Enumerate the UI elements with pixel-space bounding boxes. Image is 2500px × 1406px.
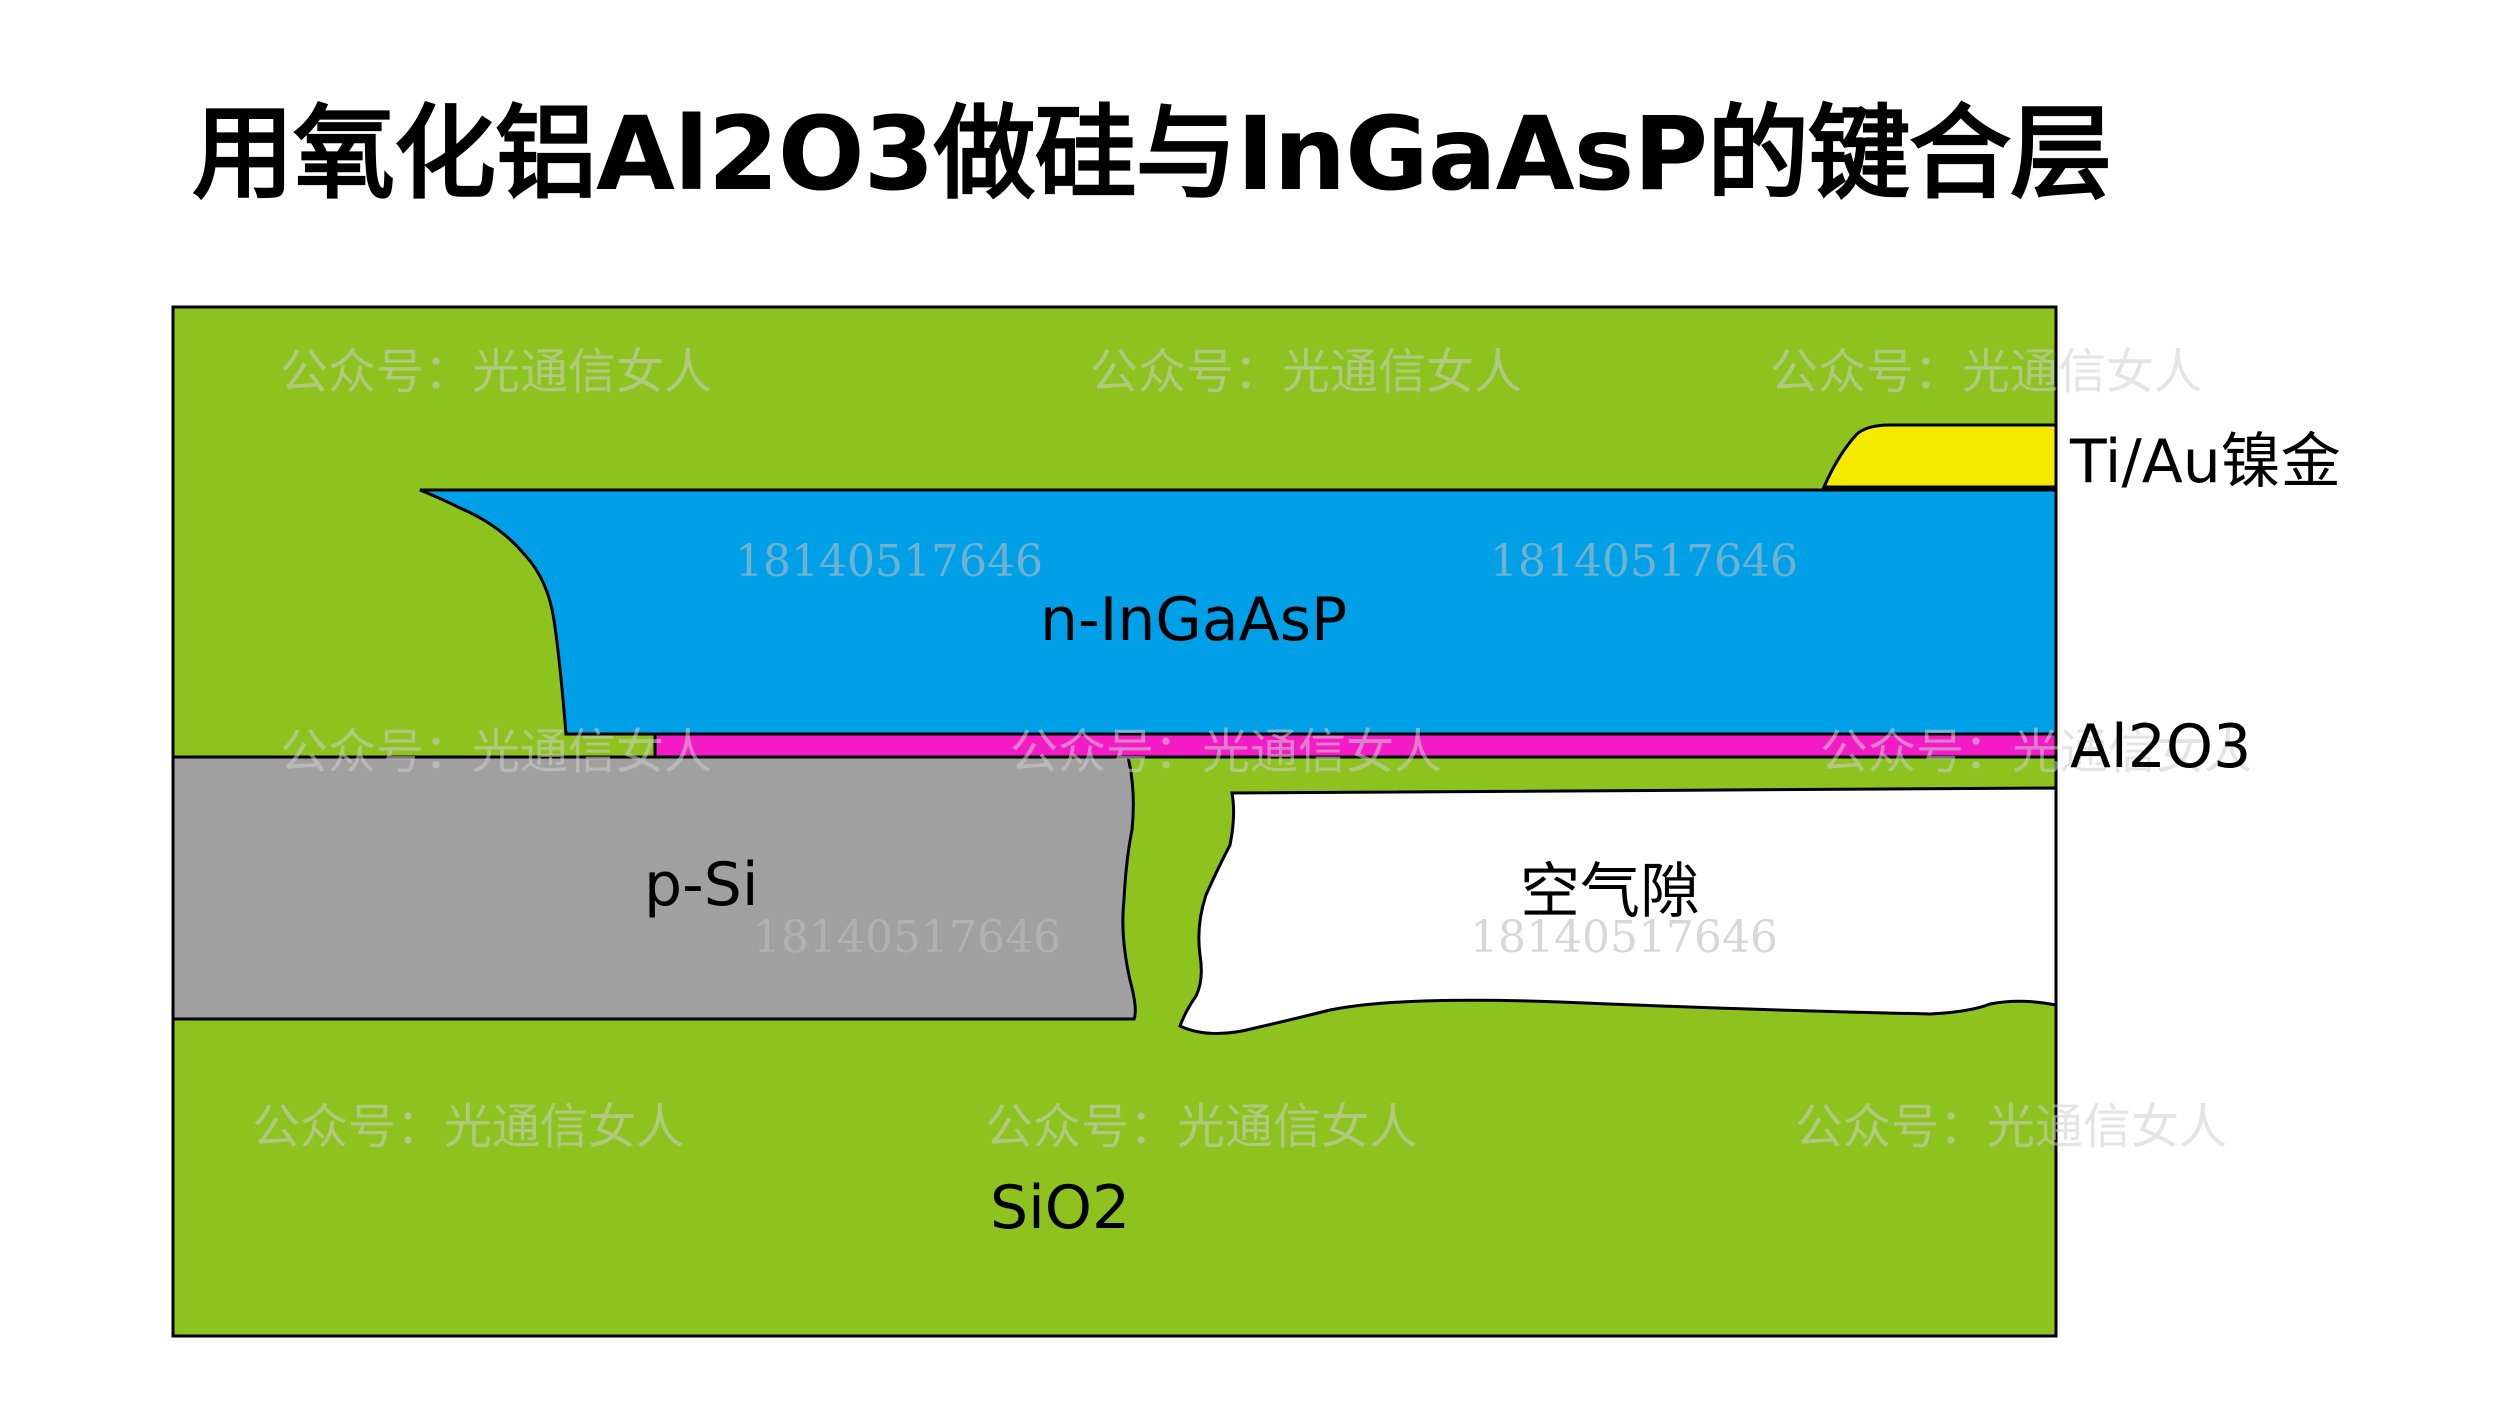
al2o3-layer [653,732,2058,759]
watermark-account: 公众号：光通信女人 [1820,724,2252,780]
watermark-account-group: 公众号：光通信女人 公众号：光通信女人 公众号：光通信女人 公众号：光通信女人 … [252,344,2252,1155]
watermark-account: 公众号：光通信女人 [1090,344,1522,400]
p-si-layer [171,755,1137,1021]
page-title: 用氧化铝Al2O3做硅与InGaAsP的键合层 [192,95,2112,214]
watermark-account: 公众号：光通信女人 [1010,724,1442,780]
watermark-phone-group: 18140517646 18140517646 18140517646 1814… [735,536,1798,963]
label-ti-au: Ti/Au镍金 [2069,427,2341,497]
watermark-account: 公众号：光通信女人 [1770,344,2202,400]
label-p-si: p-Si [644,850,759,920]
watermark-phone: 18140517646 [735,536,1043,587]
watermark-account: 公众号：光通信女人 [280,724,712,780]
watermark-phone: 18140517646 [753,912,1061,963]
ti-au-contact [1821,423,2058,489]
watermark-account: 公众号：光通信女人 [280,344,712,400]
watermark-phone: 18140517646 [1490,536,1798,587]
air-gap-region [1178,786,2058,1036]
label-n-ingaasp: n-InGaAsP [1040,585,1347,655]
label-sio2: SiO2 [990,1173,1130,1243]
watermark-account: 公众号：光通信女人 [1795,1099,2227,1155]
watermark-phone: 18140517646 [1470,912,1778,963]
label-air-gap: 空气隙 [1520,857,1700,927]
watermark-account: 公众号：光通信女人 [985,1099,1417,1155]
label-al2o3: Al2O3 [2070,712,2251,782]
watermark-account: 公众号：光通信女人 [252,1099,684,1155]
n-ingaasp-layer [419,488,2058,736]
